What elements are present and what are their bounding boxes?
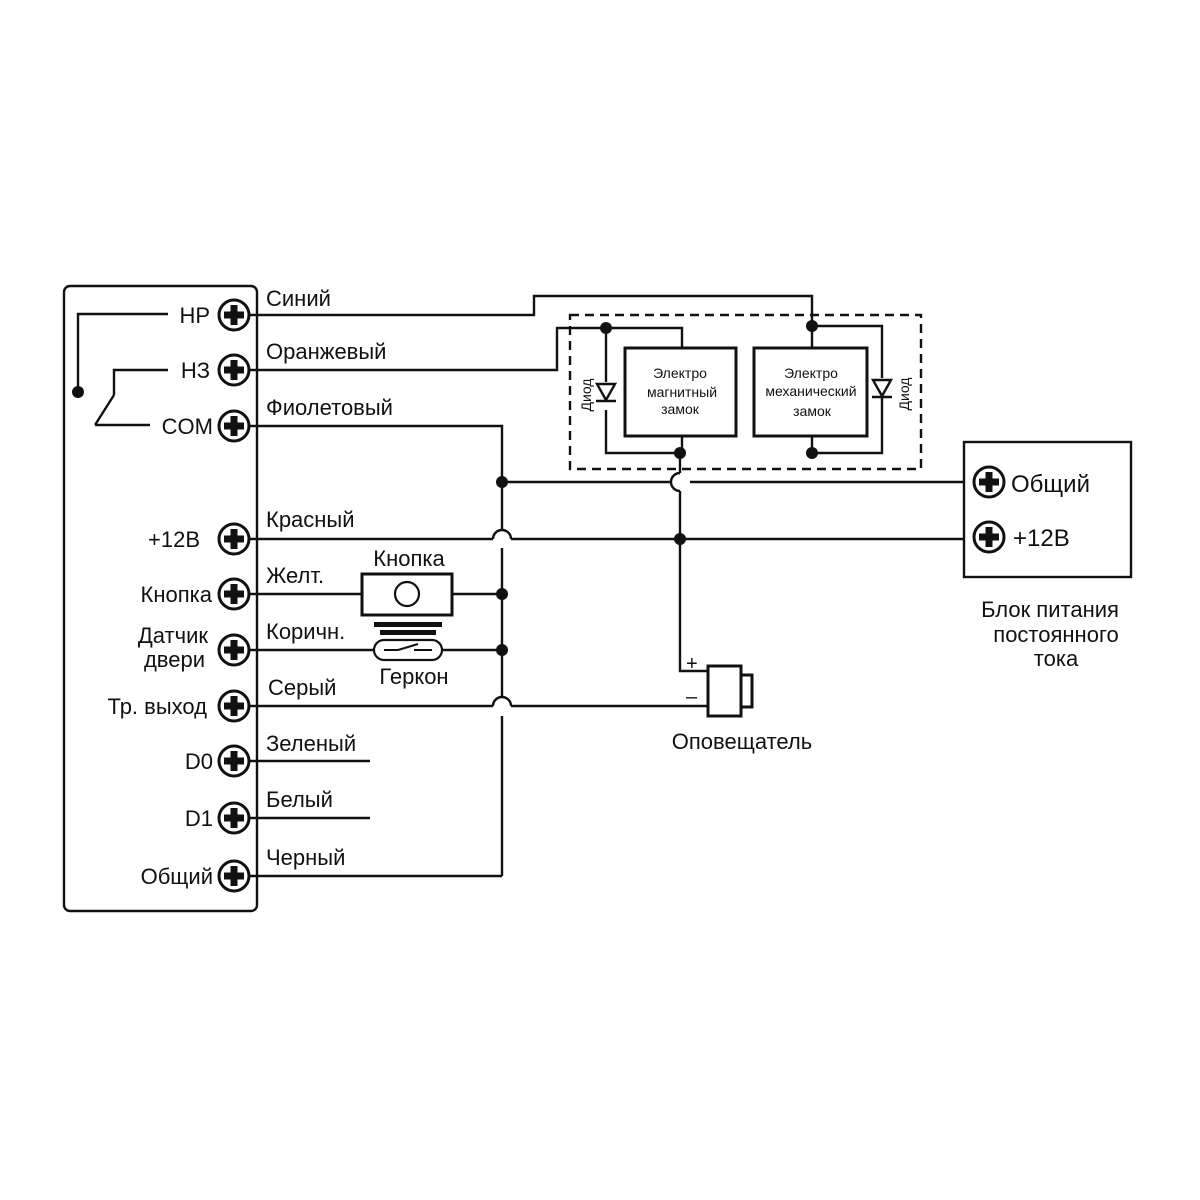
junction-dot [496,644,508,656]
terminal-com[interactable] [217,409,251,443]
terminal-alarm-out[interactable] [217,689,251,723]
lock-dashed-frame [568,313,923,471]
terminal-door-sensor[interactable] [217,633,251,667]
terminal-d1[interactable] [217,801,251,835]
siren-minus: – [686,686,698,708]
wire-label-brown: Коричн. [266,619,345,644]
label-nz: НЗ [181,358,210,383]
reed-switch: Геркон [372,622,449,689]
wire-label-blue: Синий [266,286,331,311]
diode-right [870,378,894,399]
diode-left-label: Диод [578,379,594,412]
label-alarm-out: Тр. выход [107,694,207,719]
mechanical-lock [752,346,869,438]
mechanical-lock-line-3: замок [793,403,832,419]
exit-button-label: Кнопка [373,546,445,571]
junction-dot [496,588,508,600]
controller-labels: НР НЗ COM +12В Кнопка Датчик двери Тр. в… [107,303,213,889]
psu-label-12v: +12В [1013,525,1070,552]
label-door-sensor-1: Датчик [138,623,208,648]
magnetic-lock-line-3: замок [661,401,700,417]
psu-caption-line-3: тока [1034,646,1079,671]
siren-plus: + [686,653,698,675]
wire-orange [250,326,606,372]
label-door-sensor-2: двери [144,647,205,672]
label-nr: НР [179,303,210,328]
relay-symbol [72,312,168,427]
wire-label-white: Белый [266,787,333,812]
label-d0: D0 [185,749,213,774]
psu-label-common: Общий [1011,471,1090,498]
wire-label-red: Красный [266,507,355,532]
terminal-nr[interactable] [217,298,251,332]
siren-label: Оповещатель [672,729,812,754]
magnetic-lock-line-1: Электро [653,365,707,381]
label-com: COM [162,414,213,439]
wire-label-orange: Оранжевый [266,339,386,364]
label-button: Кнопка [141,582,213,607]
lock-block: Диод Электро магнитный замок Диод Электр… [568,313,923,471]
label-d1: D1 [185,806,213,831]
siren: + – Оповещатель [672,653,812,754]
wire-label-black: Черный [266,845,345,870]
exit-button: Кнопка [360,546,454,617]
terminal-nz[interactable] [217,353,251,387]
psu-terminal-12v[interactable] [972,520,1006,554]
wire-label-yellow: Желт. [266,563,324,588]
magnetic-lock [623,346,738,438]
wire-labels: Синий Оранжевый Фиолетовый Красный Желт.… [266,286,393,870]
label-12v: +12В [148,527,200,552]
mechanical-lock-line-1: Электро [784,365,838,381]
wire-label-gray: Серый [268,675,336,700]
terminal-common[interactable] [217,859,251,893]
wire-blue [250,294,814,326]
junction-dot [674,533,686,545]
terminal-d0[interactable] [217,744,251,778]
power-supply-body [962,440,1133,579]
diode-left [594,382,618,403]
terminal-12v[interactable] [217,522,251,556]
wire-violet [250,424,504,530]
wires [250,294,975,878]
power-supply: Общий +12В Блок питания постоянного тока [962,440,1133,671]
reed-switch-label: Геркон [379,664,448,689]
psu-caption-line-1: Блок питания [981,597,1119,622]
terminal-button[interactable] [217,577,251,611]
wire-label-violet: Фиолетовый [266,395,393,420]
psu-terminal-common[interactable] [972,465,1006,499]
diode-right-label: Диод [896,378,912,411]
magnetic-lock-line-2: магнитный [647,384,717,400]
controller-body [62,284,259,913]
mechanical-lock-line-2: механический [765,383,856,399]
psu-caption-line-2: постоянного [993,622,1118,647]
junction-dot [496,476,508,488]
wire-label-green: Зеленый [266,731,356,756]
label-common: Общий [141,864,213,889]
